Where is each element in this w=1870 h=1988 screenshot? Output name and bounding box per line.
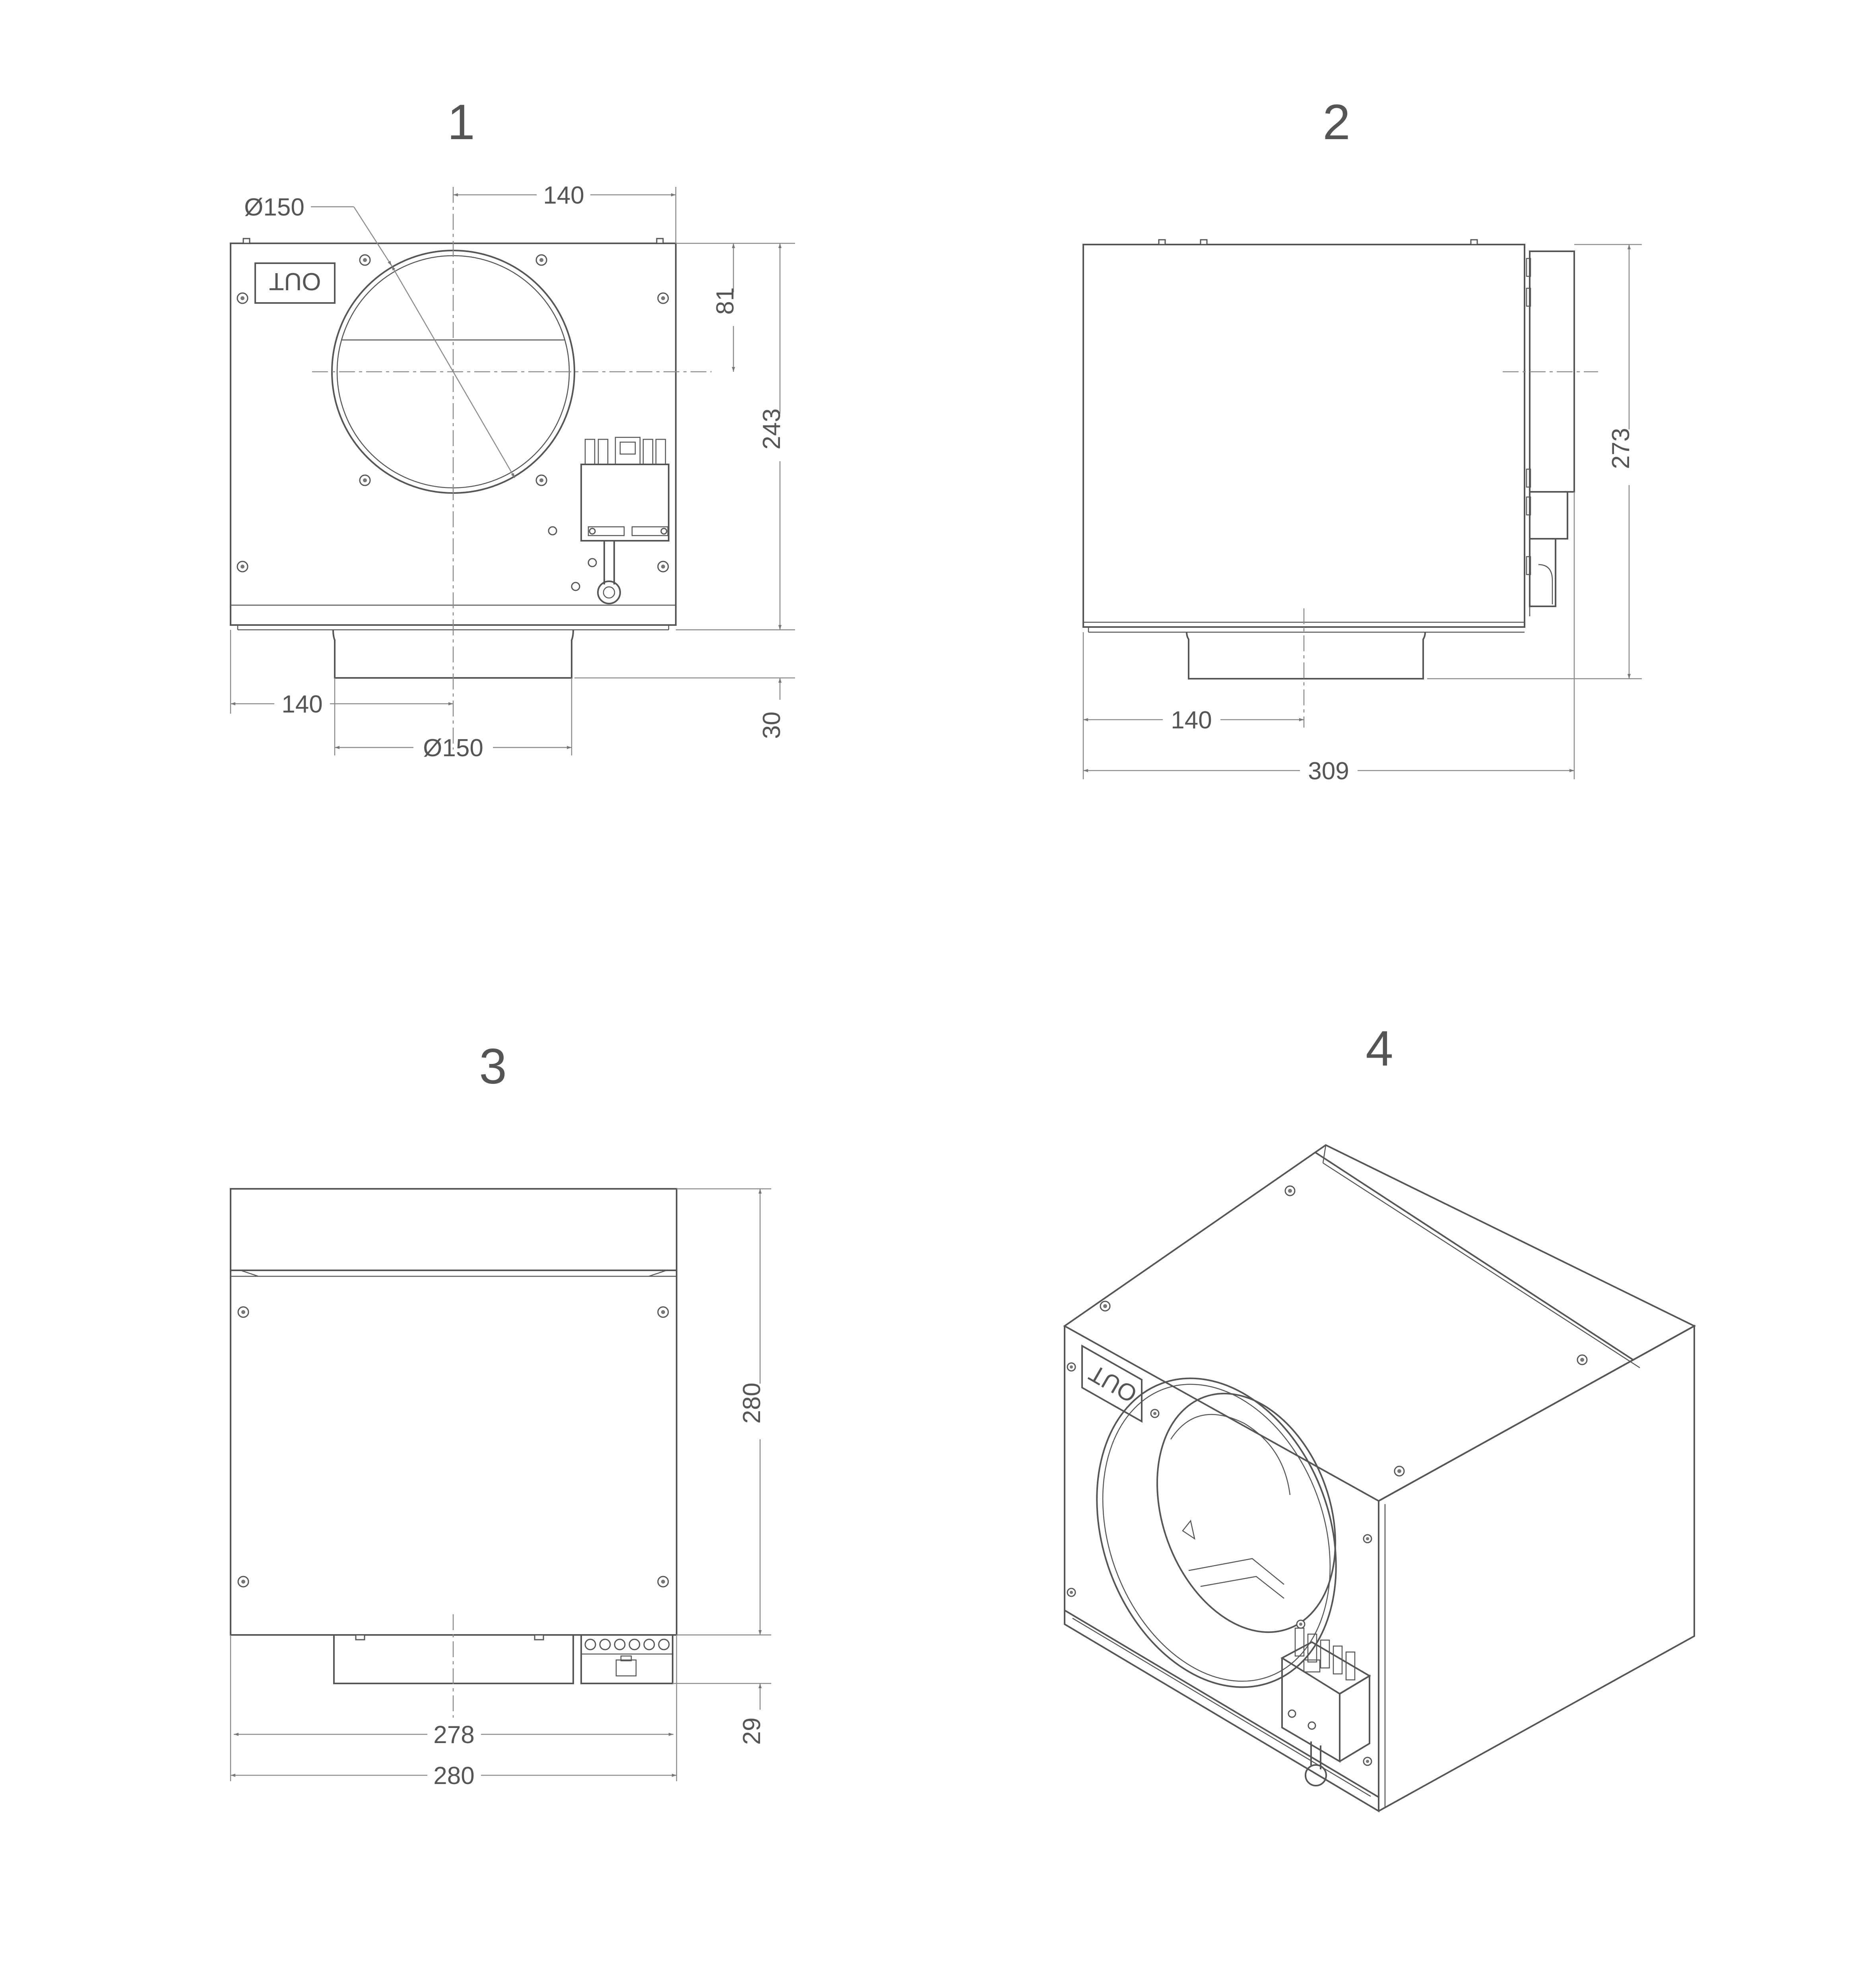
out-label-box: OUT: [254, 262, 336, 304]
dim-273: 273: [1607, 428, 1635, 469]
view-1-dimensions: 140 Ø150 81 243 30 140: [230, 182, 795, 762]
view-2-centerlines: [1303, 371, 1598, 728]
view-4-screws: [1067, 1185, 1588, 1766]
dim-140-side: 140: [1171, 707, 1212, 734]
dim-diameter-bottom: Ø150: [423, 734, 483, 762]
view-4-isometric: 4 OUT: [1063, 1021, 1696, 1813]
view-4-number: 4: [1366, 1021, 1393, 1076]
view-3-body: [230, 1188, 677, 1636]
dim-280-width: 280: [433, 1762, 474, 1790]
view-3-number: 3: [479, 1039, 507, 1094]
dim-278: 278: [433, 1721, 474, 1749]
dim-30: 30: [758, 712, 786, 739]
view-2-spigot: [1186, 632, 1426, 679]
view-2-dimensions: 273 140 309: [1082, 244, 1642, 785]
view-1-number: 1: [447, 95, 475, 150]
view-2-side: 2: [1082, 95, 1642, 785]
dim-243: 243: [758, 408, 786, 449]
view-4-terminal-block: [1280, 1627, 1371, 1786]
view-4-box-faces: [1063, 1144, 1696, 1813]
dim-140-bottom: 140: [281, 691, 322, 718]
dim-81: 81: [712, 287, 739, 315]
dim-29: 29: [738, 1718, 766, 1745]
view-3-dimensions: 280 29 278 280: [230, 1188, 771, 1790]
out-label-text: OUT: [269, 268, 321, 295]
dim-309: 309: [1308, 757, 1349, 785]
view-3-bottom: 3: [230, 1039, 771, 1790]
dim-140-top: 140: [543, 182, 584, 209]
view-2-body: [1082, 239, 1531, 633]
dim-280-height: 280: [738, 1382, 766, 1423]
view-2-terminal-side: [1526, 250, 1575, 607]
view-2-number: 2: [1323, 95, 1350, 150]
dim-diameter-top: Ø150: [244, 194, 305, 221]
view-4-outlet: [1096, 1377, 1337, 1688]
view-1-screws: [237, 254, 669, 591]
view-1-terminal-block: [580, 437, 669, 604]
view-1-front: 1 OUT: [230, 95, 795, 762]
view-3-terminal-strip: [580, 1634, 673, 1684]
